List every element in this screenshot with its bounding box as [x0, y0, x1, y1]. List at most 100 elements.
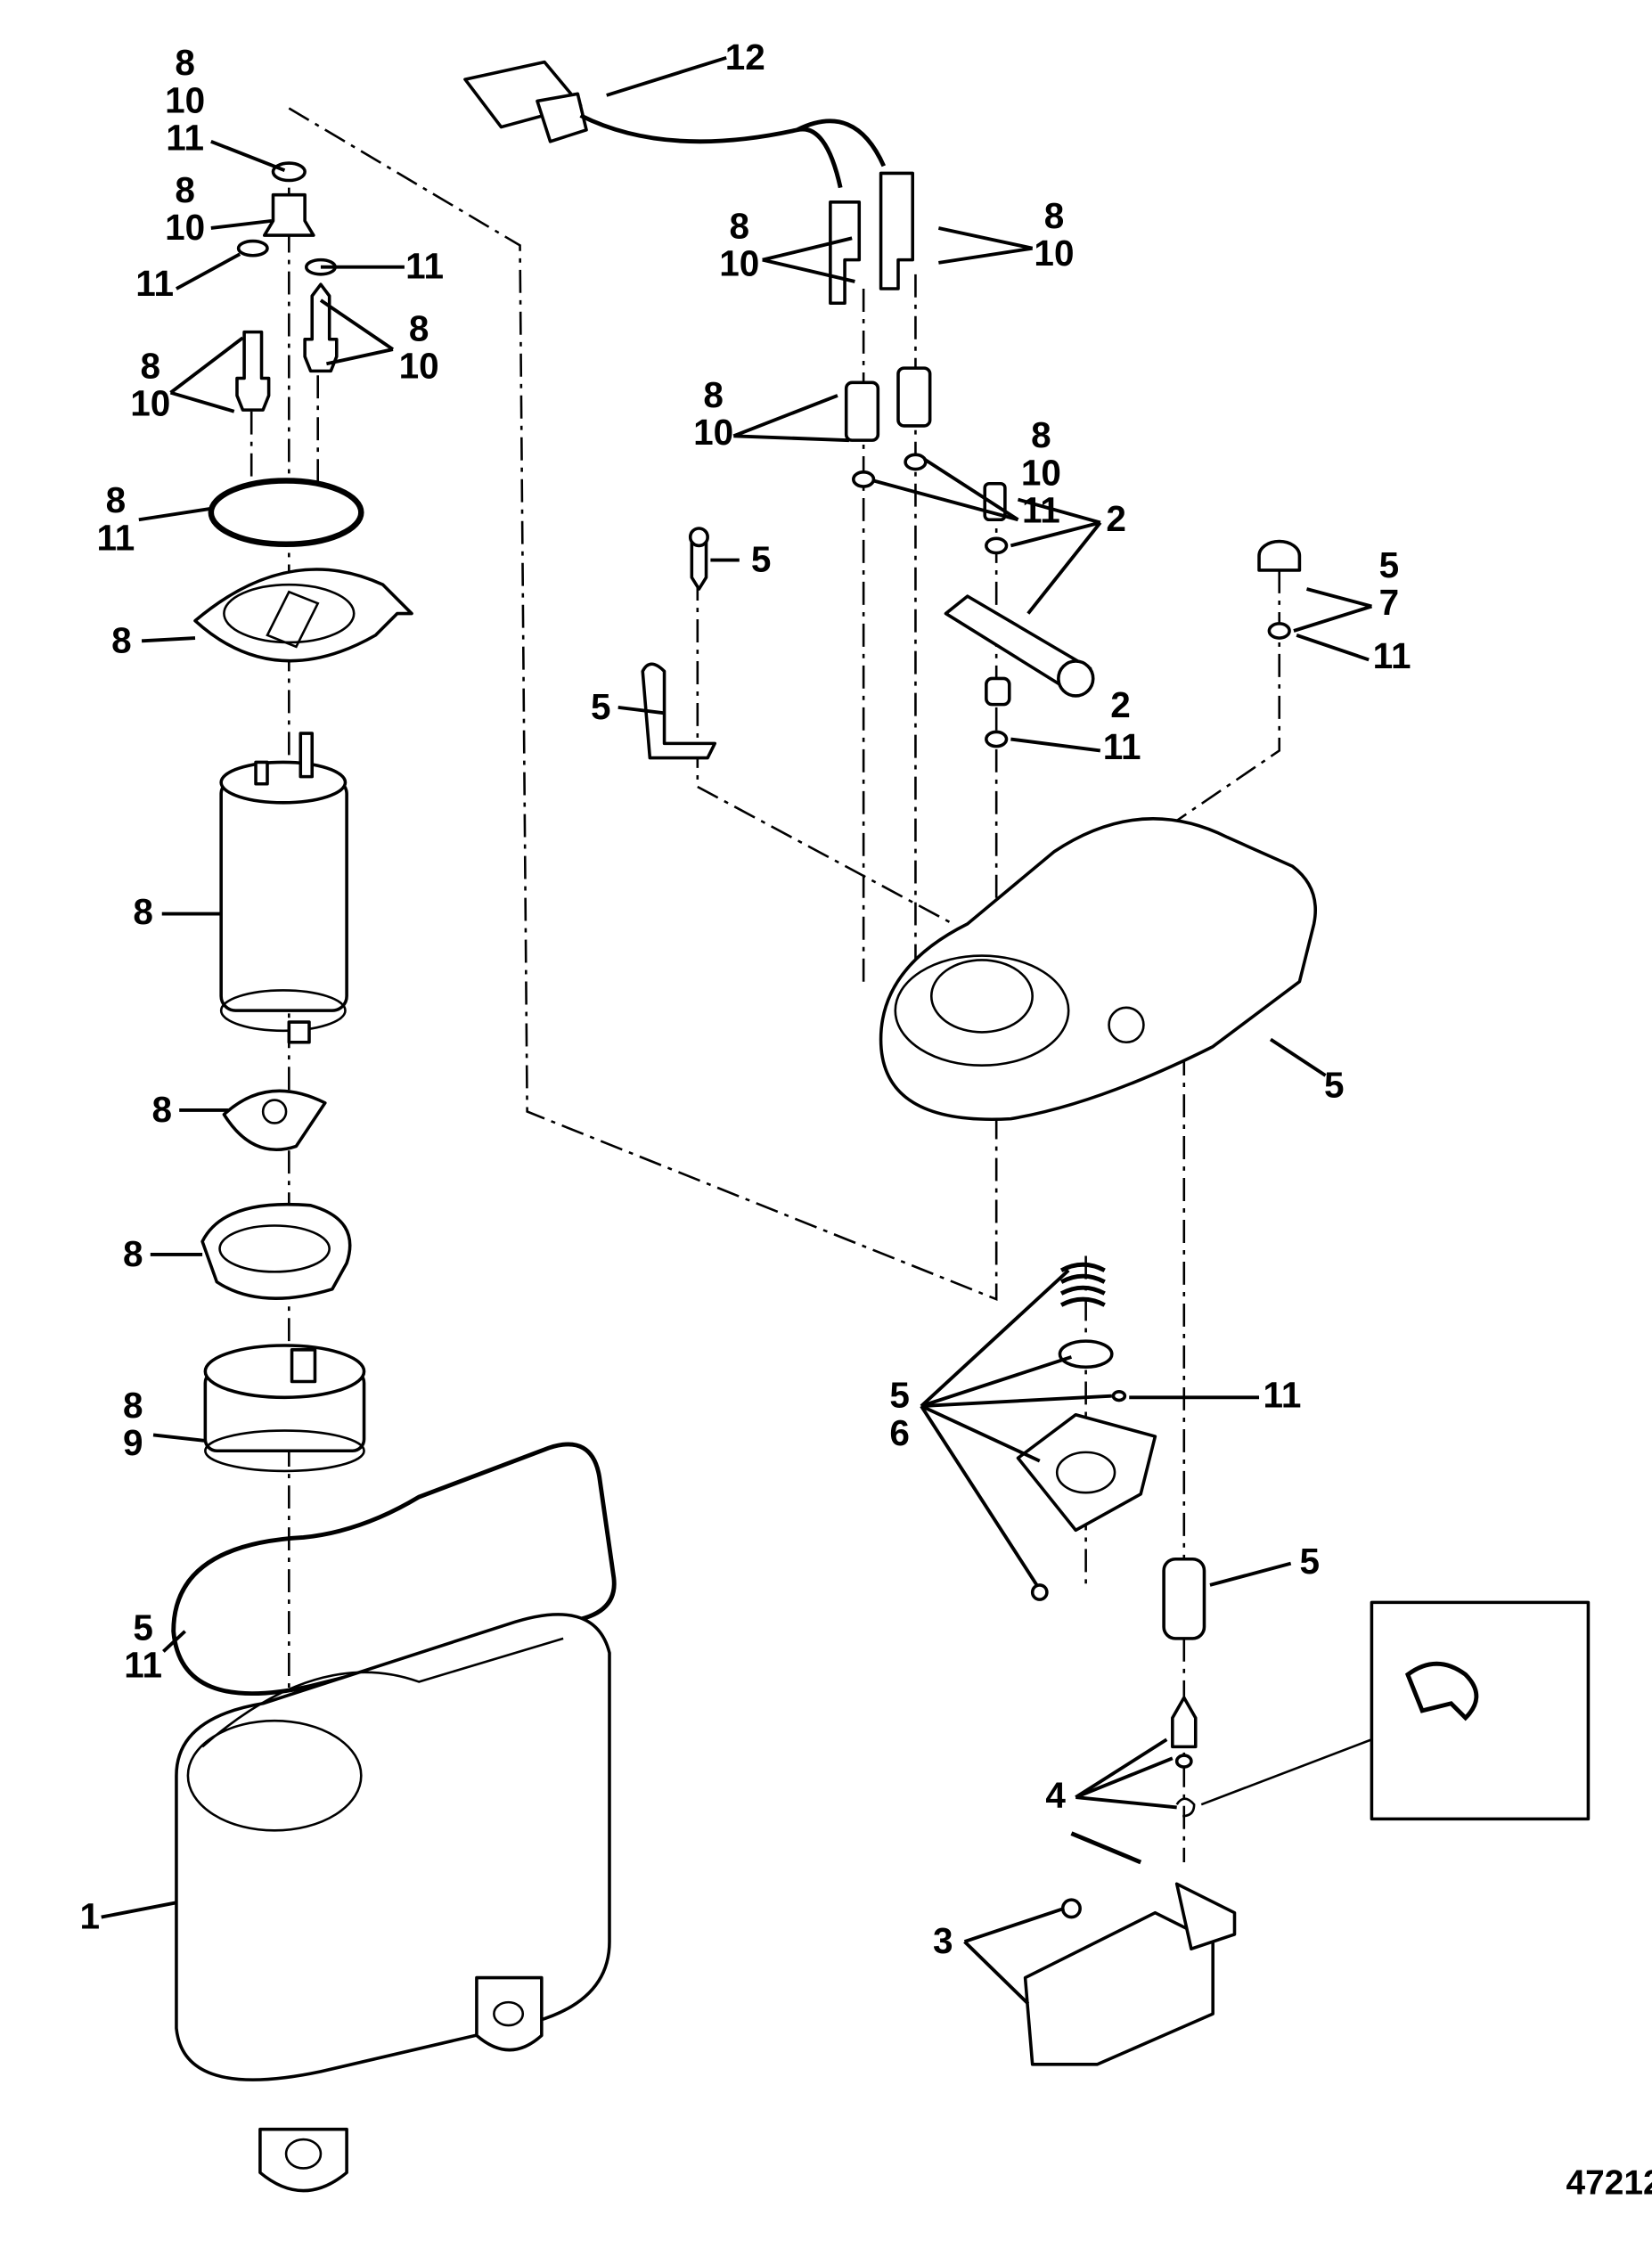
part-number-label: 5 — [133, 1607, 153, 1648]
electric-fuel-pump — [219, 732, 348, 1044]
leader-line — [169, 336, 244, 395]
part-number-label: 8 — [123, 1233, 143, 1274]
terminal-stud-right — [303, 282, 339, 373]
part-number-label: 5 — [1324, 1064, 1345, 1105]
leader-line — [920, 1404, 1041, 1463]
tank-gasket — [171, 1442, 617, 1697]
part-number-label: 10 — [719, 242, 759, 283]
part-number-label: 8 — [151, 1089, 172, 1130]
callout: 11 — [1010, 726, 1141, 767]
callout: 810 — [693, 374, 849, 453]
callout: 3 — [933, 1906, 1065, 2006]
part-number-label: 10 — [399, 345, 439, 386]
leader-line — [1017, 497, 1101, 525]
part-number-label: 10 — [1034, 233, 1074, 274]
part-number-label: 11 — [1103, 726, 1141, 767]
part-number-label: 8 — [730, 205, 750, 246]
part-number-label: 11 — [166, 117, 204, 158]
leader-line — [169, 390, 235, 413]
fuel-filter — [203, 1344, 366, 1473]
leader-line — [210, 139, 286, 172]
leader-line — [141, 636, 196, 643]
leader-line — [326, 348, 394, 366]
part-number-label: 11 — [135, 263, 174, 304]
part-number-label: 8 — [175, 42, 195, 83]
o-ring-top — [271, 161, 307, 183]
leader-line — [920, 1394, 1112, 1408]
callout: 810 — [937, 195, 1075, 274]
fuel-reservoir-housing — [175, 1613, 611, 2193]
part-number-label: 10 — [693, 412, 733, 453]
leader-line — [762, 258, 855, 283]
part-number-label: 8 — [409, 307, 429, 348]
part-number-label: 6 — [889, 1412, 910, 1453]
fitting — [262, 192, 315, 237]
leader-line — [1026, 521, 1102, 615]
part-number-label: 5 — [889, 1375, 910, 1416]
part-number-label: 11 — [96, 517, 135, 558]
callout: 1 — [79, 1896, 177, 1937]
part-number-label: 8 — [141, 345, 161, 386]
leader-line — [1075, 1795, 1177, 1810]
callout: 8 — [151, 1089, 229, 1130]
part-number-label: 8 — [123, 1385, 143, 1426]
part-number-label: 5 — [1379, 544, 1400, 585]
callout: 2 — [1010, 497, 1126, 615]
leader-line — [1296, 634, 1370, 662]
callout: 11 — [135, 252, 241, 304]
leader-line — [762, 236, 853, 262]
bracket-clip — [641, 662, 717, 760]
part-number-label: 11 — [1373, 635, 1411, 676]
leader-line — [872, 478, 1018, 522]
part-number-label: 8 — [133, 891, 153, 932]
leader-line — [152, 1433, 206, 1443]
leader-line — [101, 1901, 177, 1919]
callout: 5 — [1269, 1037, 1345, 1105]
callout: 810 — [719, 205, 855, 283]
callout: 57 — [1293, 544, 1400, 633]
part-number-label: 4 — [1045, 1774, 1066, 1815]
pump-cover-plate — [193, 568, 413, 663]
valve-spring — [1058, 1262, 1127, 1402]
callout: 810 — [165, 169, 273, 248]
part-number-label: 1 — [79, 1896, 100, 1937]
callout: 2 — [1110, 684, 1131, 725]
part-number-label: 11 — [1264, 1375, 1302, 1416]
leader-line — [923, 457, 1019, 521]
pump-support-ring — [200, 1202, 352, 1300]
leader-line — [617, 705, 665, 715]
part-number-label: 5 — [1299, 1541, 1320, 1582]
leader-line — [733, 434, 849, 443]
part-number-label: 10 — [1021, 452, 1061, 493]
part-number-label: 8 — [1031, 414, 1051, 455]
part-number-label: 5 — [591, 686, 611, 727]
part-number-label: 8 — [175, 169, 195, 210]
part-number-label: 12 — [725, 37, 765, 78]
callout: 810 — [130, 336, 244, 424]
part-number-label: 8 — [1044, 195, 1065, 236]
wiring-harness — [463, 60, 914, 306]
part-number-label: 3 — [933, 1920, 953, 1961]
callout: 89 — [123, 1385, 206, 1463]
callout: 5 — [1209, 1541, 1320, 1587]
part-number-label: 11 — [124, 1645, 162, 1686]
leader-line — [1293, 604, 1372, 633]
callout: 11 — [1129, 1375, 1301, 1416]
part-number-label: 7 — [1379, 582, 1400, 623]
part-number-label: 9 — [123, 1422, 143, 1463]
callout: 8 — [133, 891, 220, 932]
callout: 56 — [889, 1269, 1112, 1586]
callout-layer: 8101181011118108108118888895111128108108… — [79, 37, 1411, 2006]
callout: 811 — [96, 479, 215, 558]
leader-line — [1306, 587, 1372, 609]
leader-line — [176, 252, 241, 290]
leader-line — [732, 394, 838, 438]
part-number-label: 11 — [405, 246, 444, 287]
part-number-label: 10 — [165, 207, 205, 248]
callout: 11 — [1296, 634, 1411, 676]
leader-line — [938, 246, 1033, 265]
part-number-label: 8 — [106, 479, 127, 520]
